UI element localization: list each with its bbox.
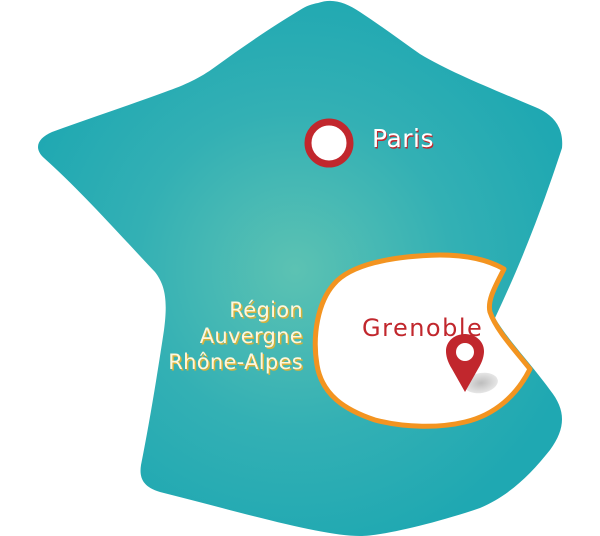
capital-label: Paris <box>372 124 435 153</box>
region-label-line: Région <box>229 298 303 322</box>
city-label: Grenoble <box>362 314 484 342</box>
region-label-line: Rhône-Alpes <box>168 350 303 374</box>
region-label-line: Auvergne <box>199 324 303 348</box>
map-pin-icon <box>446 334 498 394</box>
circle-marker-icon <box>304 118 354 168</box>
region-label: Région Auvergne Rhône-Alpes <box>168 297 303 375</box>
